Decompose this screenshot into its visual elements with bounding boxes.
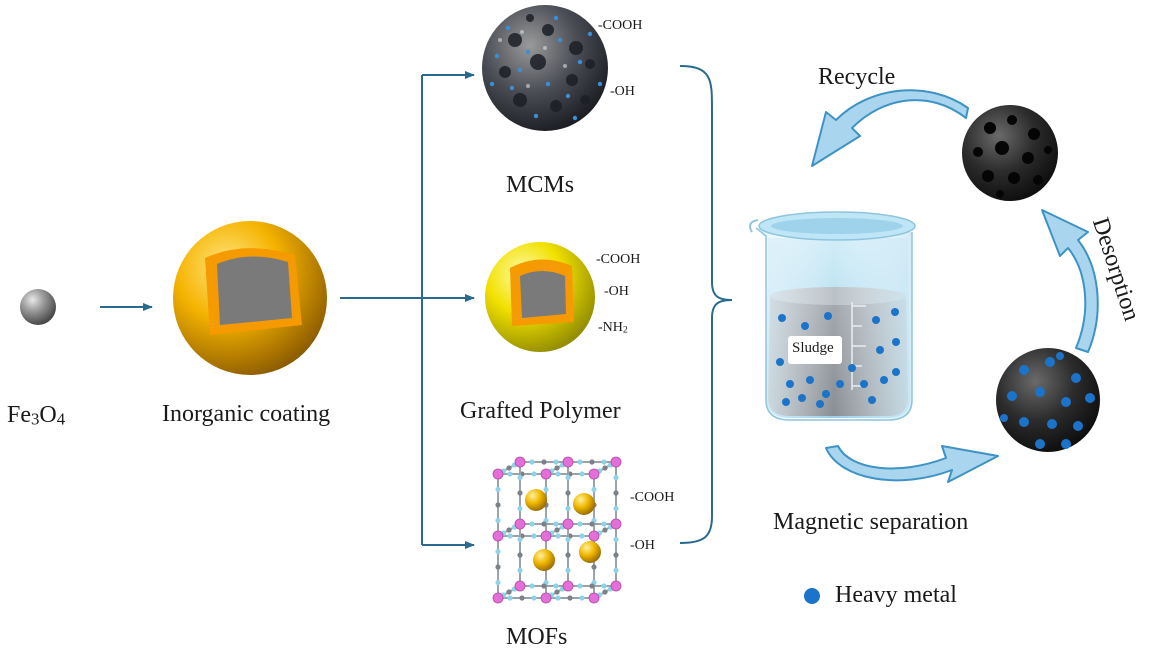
fe3o4-label-sub3: 3 — [31, 409, 40, 429]
mof-metal-node — [588, 530, 600, 542]
fe3o4-label-o: O — [39, 402, 57, 428]
fe3o4-label-sub4: 4 — [56, 409, 66, 429]
mof-metal-node — [562, 456, 574, 468]
inorganic-coating-sphere — [173, 221, 327, 375]
fe3o4-label: Fe3O4 — [7, 402, 65, 430]
mof-metal-node — [492, 592, 504, 604]
mof-metal-node — [540, 468, 552, 480]
fe3o4-label-fe: Fe — [7, 402, 31, 428]
mcms-cooh-label: -COOH — [598, 18, 643, 33]
mof-metal-node — [588, 592, 600, 604]
bracket — [679, 65, 733, 544]
loaded-adsorbent-sphere — [996, 348, 1100, 452]
mof-metal-node — [514, 580, 526, 592]
desorption-arrow — [1041, 209, 1099, 353]
mof-metal-node — [514, 456, 526, 468]
magnetic-separation-label: Magnetic separation — [773, 509, 969, 535]
mof-structure — [492, 456, 622, 604]
mof-metal-node — [492, 468, 504, 480]
heavy-metal-label: Heavy metal — [835, 582, 957, 608]
mof-metal-node — [588, 468, 600, 480]
mof-metal-node — [562, 580, 574, 592]
polymer-nh2-sub: 2 — [622, 324, 628, 336]
mof-metal-node — [492, 530, 504, 542]
polymer-oh-label: -OH — [604, 284, 629, 299]
recycle-arrow — [811, 89, 969, 167]
mcms-oh-label: -OH — [610, 84, 635, 99]
mof-metal-node — [540, 592, 552, 604]
mcms-label: MCMs — [506, 172, 575, 198]
mof-pore-sphere — [525, 489, 547, 511]
mcms-sphere — [482, 5, 608, 131]
mof-metal-node — [610, 456, 622, 468]
mof-metal-node — [562, 518, 574, 530]
polymer-nh2-base: -NH — [598, 320, 623, 335]
grafted-polymer-sphere — [485, 242, 595, 352]
heavy-metal-legend-dot — [804, 588, 820, 604]
inorganic-coating-label: Inorganic coating — [162, 401, 331, 427]
mofs-oh-label: -OH — [630, 538, 655, 553]
recycle-label: Recycle — [818, 64, 896, 90]
mof-pore-sphere — [573, 493, 595, 515]
mof-pore-sphere — [533, 549, 555, 571]
regenerated-adsorbent-sphere — [962, 105, 1058, 201]
sludge-label: Sludge — [792, 340, 834, 356]
mofs-cooh-label: -COOH — [630, 490, 675, 505]
mofs-label: MOFs — [506, 624, 568, 650]
mof-pore-sphere — [579, 541, 601, 563]
branch-arrows — [340, 71, 475, 549]
fe3o4-particle — [20, 289, 56, 325]
polymer-nh2-label: -NH2 — [598, 320, 628, 336]
mof-metal-node — [610, 580, 622, 592]
mof-metal-node — [540, 530, 552, 542]
magnetic-separation-arrow — [825, 445, 999, 483]
mof-metal-node — [610, 518, 622, 530]
beaker — [749, 211, 916, 421]
mof-metal-node — [514, 518, 526, 530]
polymer-cooh-label: -COOH — [596, 252, 641, 267]
grafted-polymer-label: Grafted Polymer — [460, 398, 621, 424]
